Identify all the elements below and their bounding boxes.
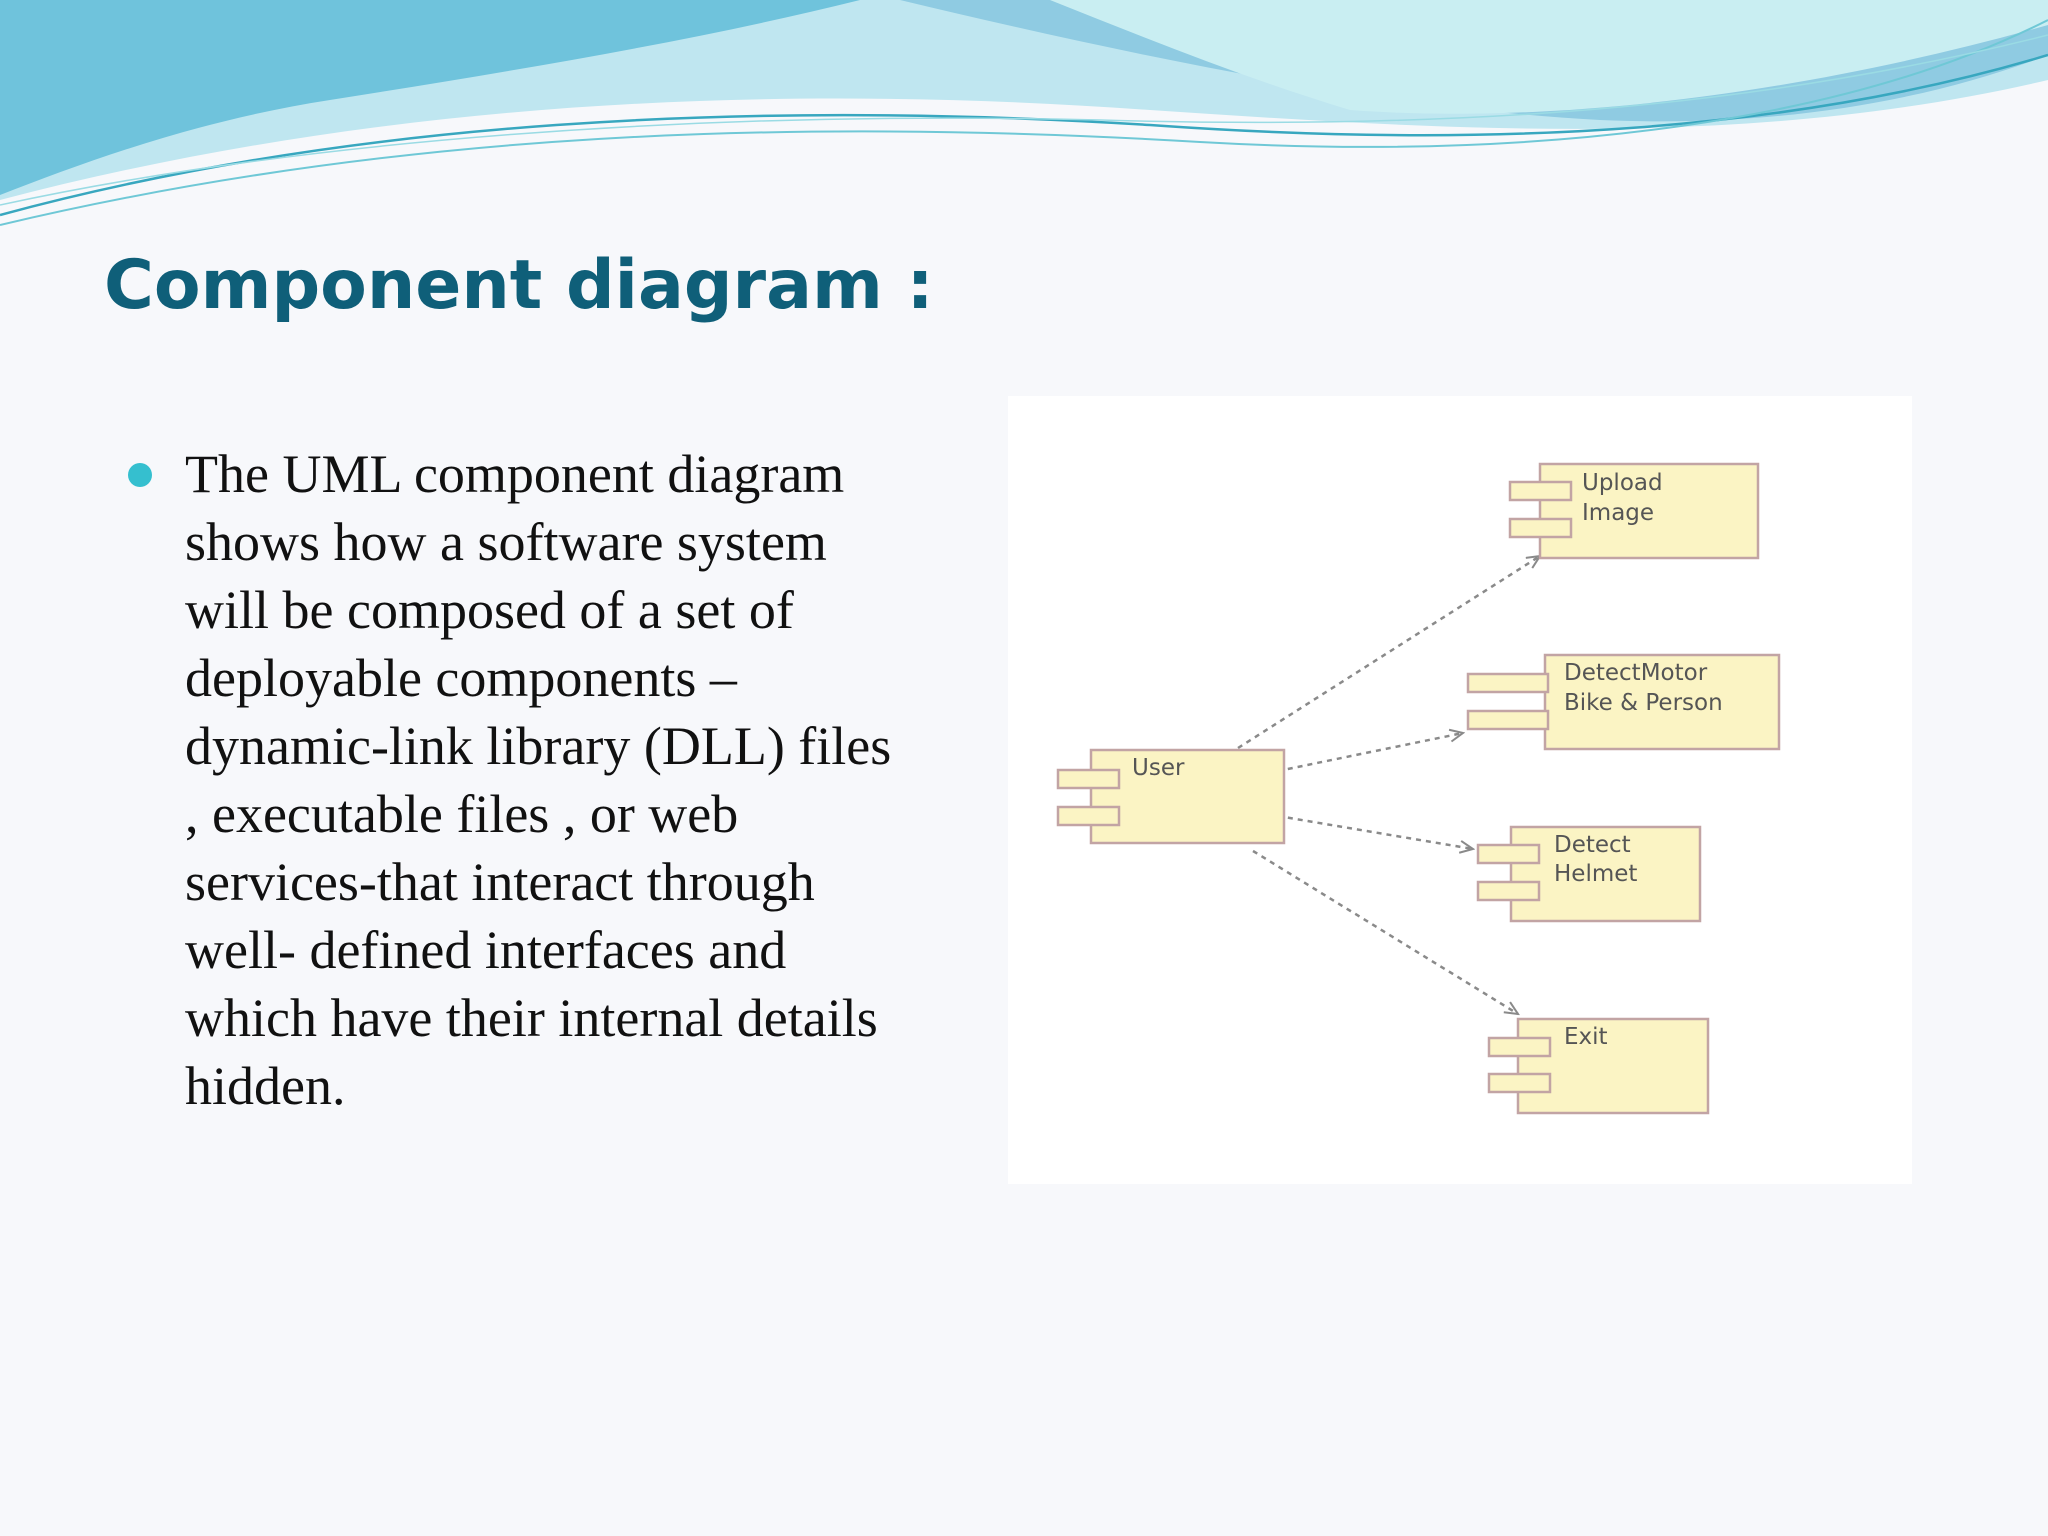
component-detect-helmet: Detect Helmet [1476,825,1702,923]
component-label: User [1132,755,1185,781]
bullet-line: deployable components – [185,648,737,708]
header-wave-decoration [0,0,2048,226]
wave-line-2 [0,19,2048,226]
dependency-arrow-user-exit [1252,849,1518,1014]
dependency-arrow-user-detectmotor [1277,733,1463,773]
component-label: Helmet [1554,861,1637,887]
component-exit: Exit [1487,1017,1710,1115]
component-user: User [1056,748,1286,845]
bullet-text: The UML component diagram shows how a so… [185,440,985,1120]
component-label: DetectMotor [1564,660,1708,686]
bullet-line: dynamic-link library (DLL) files [185,716,892,776]
component-upload-image: Upload Image [1508,462,1760,560]
component-label: Image [1582,500,1654,526]
component-diagram-svg: User Upload Image DetectMotor Bike & Per… [1056,462,1781,1115]
slide-title: Component diagram : [104,246,934,325]
bullet-dot-icon [128,463,152,487]
component-label: Exit [1564,1024,1608,1050]
bullet-line: services-that interact through [185,852,815,912]
wave-band-front [0,0,860,195]
wave-band-highlight [1050,0,2048,114]
wave-line-1 [0,53,2048,217]
bullet-line: which have their internal details [185,988,878,1048]
bullet-line: will be composed of a set of [185,580,794,640]
wave-line-3 [0,34,2048,206]
component-label: Detect [1554,832,1631,858]
bullet-line: The UML component diagram [185,444,845,504]
bullet-line: well- defined interfaces and [185,920,787,980]
component-detect-motor-bike-person: DetectMotor Bike & Person [1466,653,1781,751]
component-diagram: User Upload Image DetectMotor Bike & Per… [1008,396,1912,1184]
bullet-line: hidden. [185,1056,346,1116]
component-label: Upload [1582,470,1663,496]
bullet-line: shows how a software system [185,512,827,572]
component-label: Bike & Person [1564,690,1723,716]
bullet-line: , executable files , or web [185,784,739,844]
dependency-arrow-user-helmet [1277,814,1473,849]
